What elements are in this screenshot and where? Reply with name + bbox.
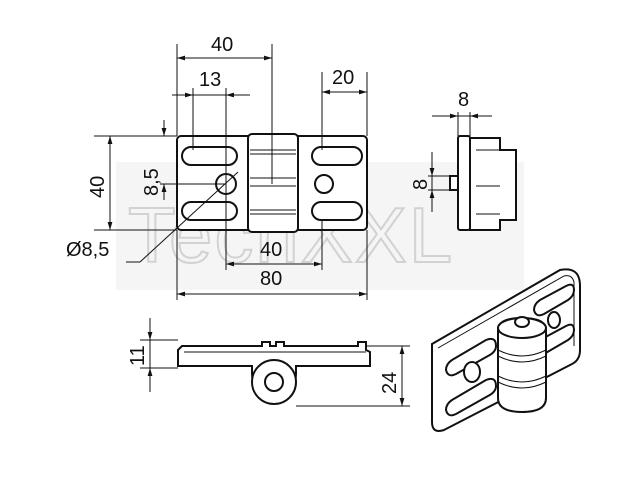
- front-dimensions: 40 13 20 40 8,5 40 80: [66, 34, 368, 300]
- bottom-knuckle-hole: [264, 372, 284, 392]
- center-knuckle: [247, 133, 299, 233]
- dim-inner-width: 40: [260, 239, 282, 261]
- side-knuckle: [469, 137, 517, 231]
- dim-pin-width: 8: [458, 89, 469, 111]
- side-dimensions: 8 8: [410, 89, 492, 212]
- dim-height: 40: [87, 176, 109, 198]
- iso-slot-3: [532, 283, 576, 317]
- left-upper-slot: [181, 146, 238, 166]
- right-lower-slot: [311, 201, 363, 221]
- left-lower-slot: [181, 201, 238, 221]
- dim-slot-spacing: 13: [199, 69, 221, 91]
- dim-plate-thickness: 11: [127, 345, 149, 366]
- side-view: [449, 135, 517, 231]
- right-upper-slot: [311, 146, 363, 166]
- dim-hole-diameter: Ø8,5: [66, 239, 109, 261]
- bottom-view: [177, 341, 371, 405]
- dim-pin-height: 8: [410, 179, 432, 190]
- isometric-view: [431, 268, 581, 432]
- dim-overall-width: 40: [211, 34, 233, 56]
- right-hole: [314, 174, 334, 194]
- dim-total-length: 80: [260, 268, 282, 290]
- iso-slot-2: [444, 377, 498, 417]
- bottom-dimensions: 11 24: [127, 318, 410, 407]
- iso-hole-2: [547, 311, 561, 329]
- dim-total-height: 24: [379, 372, 401, 394]
- side-pin: [449, 175, 459, 191]
- iso-knuckle-hole: [514, 316, 530, 328]
- dim-right-offset: 20: [332, 67, 354, 89]
- iso-slot-1: [444, 337, 498, 377]
- iso-hole-1: [463, 361, 481, 383]
- side-plate: [457, 135, 471, 231]
- dim-hole-offset: 8,5: [141, 168, 163, 196]
